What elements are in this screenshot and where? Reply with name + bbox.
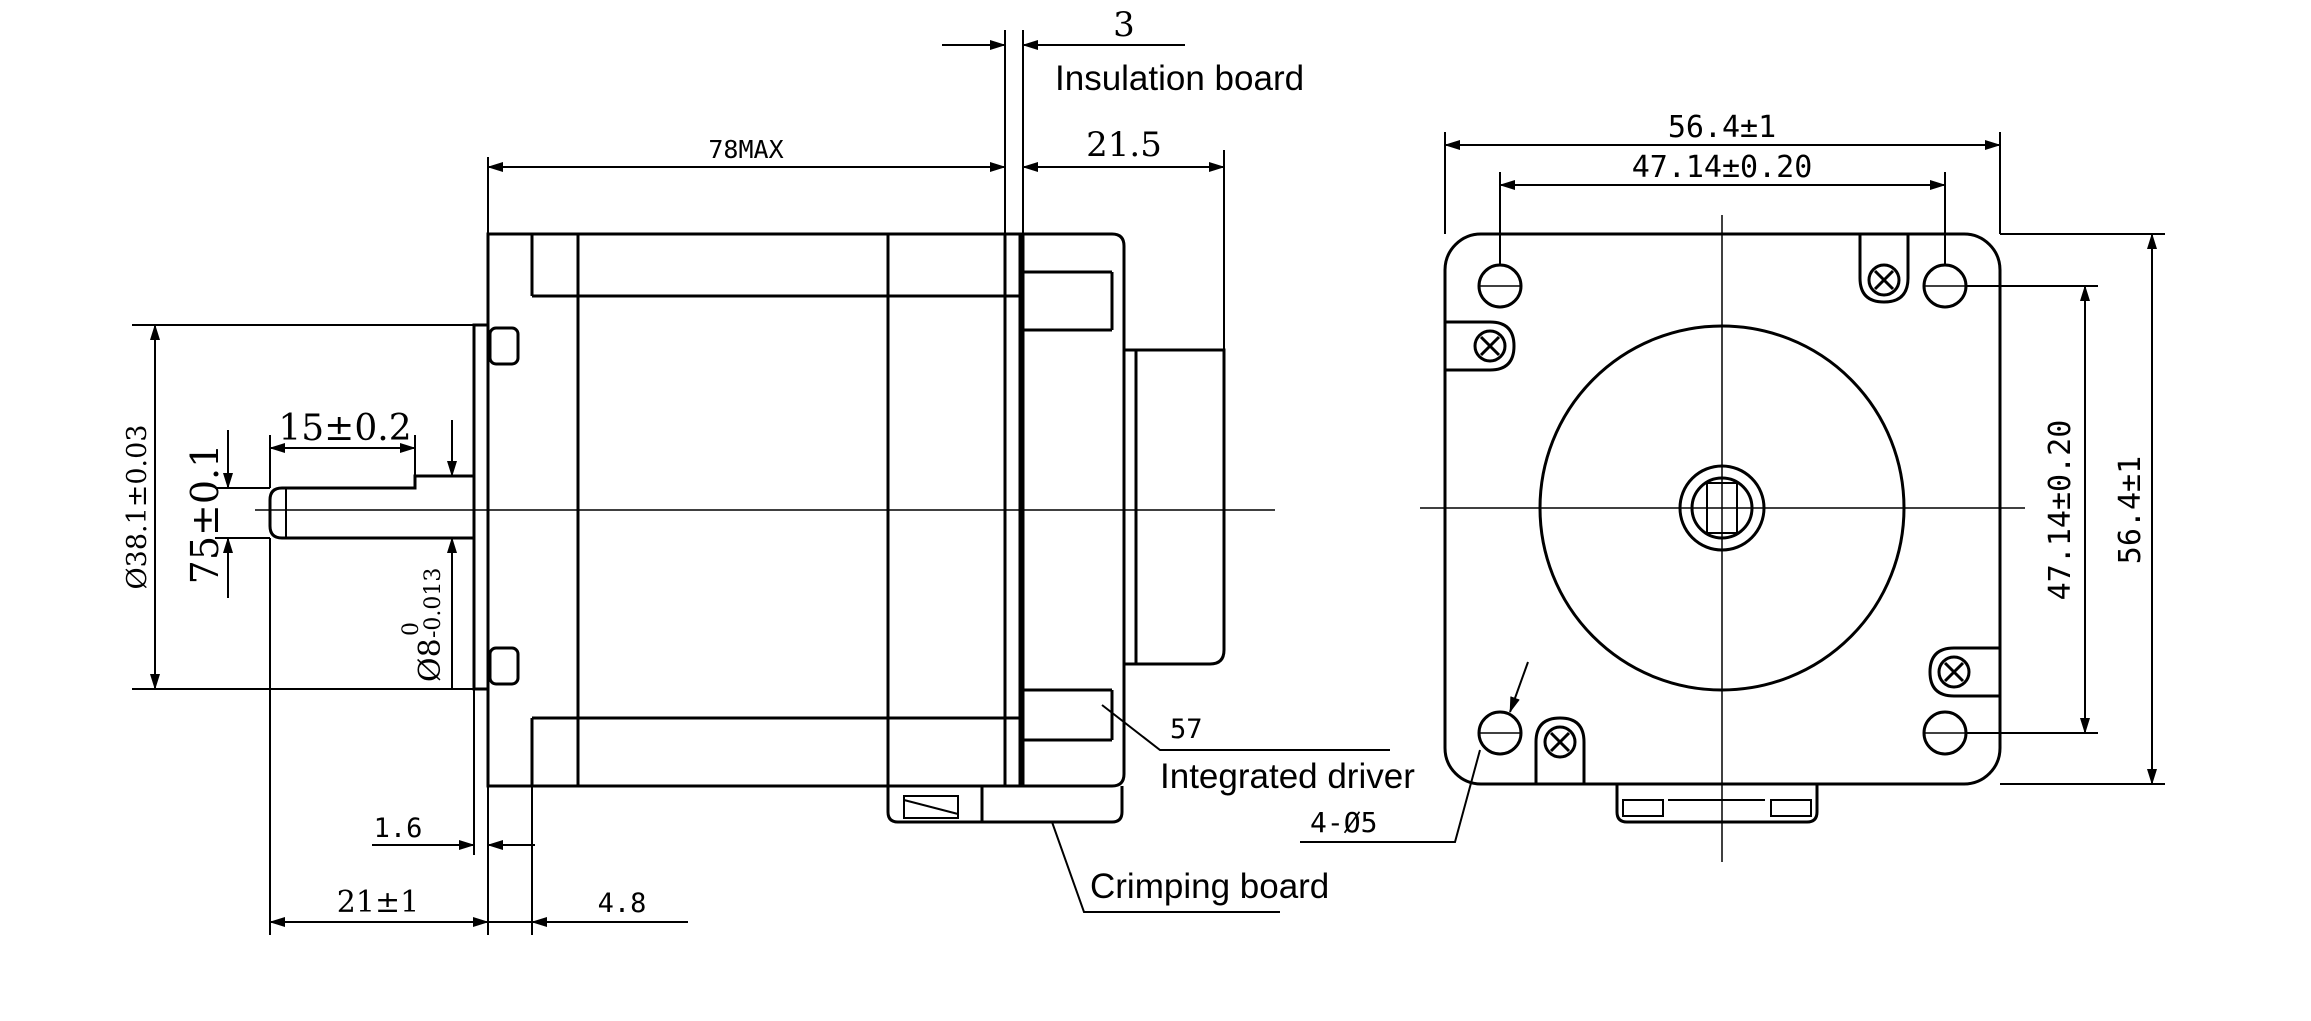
dim-7-5: 75±0.1 <box>183 444 227 585</box>
dim-78max: 78MAX <box>708 135 783 164</box>
dim-38-1: Ø38.1±0.03 <box>122 425 153 590</box>
dim-8-upper-tol: 0 <box>399 622 424 636</box>
screw-tab <box>1445 320 1516 372</box>
label-crimping-board: Crimping board <box>1090 867 1329 906</box>
crimping-board <box>886 786 1124 824</box>
leader-57 <box>1101 704 1390 751</box>
screw-icon <box>1867 263 1901 297</box>
dim-8-lower-tol: -0.013 <box>421 568 446 638</box>
dim-47-14-top: 47.14±0.20 <box>1632 150 1813 185</box>
dim-47-14-right: 47.14±0.20 <box>2043 420 2078 601</box>
dim-8-group: Ø8 0 -0.013 <box>399 568 448 682</box>
leader-hole-arrow <box>1509 661 1529 713</box>
screw-icon <box>1543 725 1577 759</box>
screw-tab <box>1534 716 1586 784</box>
crimping-screw-slot <box>903 795 959 819</box>
dim-56-4-top: 56.4±1 <box>1668 110 1776 145</box>
dim-21-5: 21.5 <box>1086 125 1162 165</box>
label-integrated-driver: Integrated driver <box>1160 757 1415 796</box>
crimping-screw-mark <box>903 799 959 815</box>
leader-4-holes <box>1300 749 1481 843</box>
dim-8: Ø8 <box>413 638 448 682</box>
dim-3: 3 <box>1113 5 1135 45</box>
dim-56-4-right: 56.4±1 <box>2113 456 2148 564</box>
side-view: 78MAX 3 Insulation board 21.5 Ø38.1±0.03… <box>122 5 1415 935</box>
dim-15: 15±0.2 <box>278 408 411 449</box>
screw-tab <box>1928 646 2000 698</box>
connector-box <box>1124 348 1226 666</box>
front-flange <box>472 323 490 691</box>
leader-crimping <box>1051 821 1280 913</box>
dim-57: 57 <box>1170 714 1203 745</box>
screw-icon <box>1473 329 1507 363</box>
dim-1-6: 1.6 <box>374 813 423 844</box>
flange-boss-bottom <box>488 646 520 686</box>
bottom-board-screw <box>1622 799 1664 817</box>
screw-tab <box>1858 234 1910 304</box>
front-view: 56.4±1 47.14±0.20 47.14±0.20 56.4±1 4-Ø5 <box>1300 110 2165 862</box>
driver-fins <box>1023 270 1112 742</box>
flange-boss-top <box>488 326 520 366</box>
screw-icon <box>1937 655 1971 689</box>
motor-shaft <box>268 474 474 540</box>
dim-4-8: 4.8 <box>598 888 647 919</box>
bottom-crimping-board <box>1615 784 1819 824</box>
dim-4-holes: 4-Ø5 <box>1310 806 1377 839</box>
label-insulation-board: Insulation board <box>1055 59 1304 98</box>
bottom-board-screw <box>1770 799 1812 817</box>
dim-21: 21±1 <box>337 885 419 920</box>
